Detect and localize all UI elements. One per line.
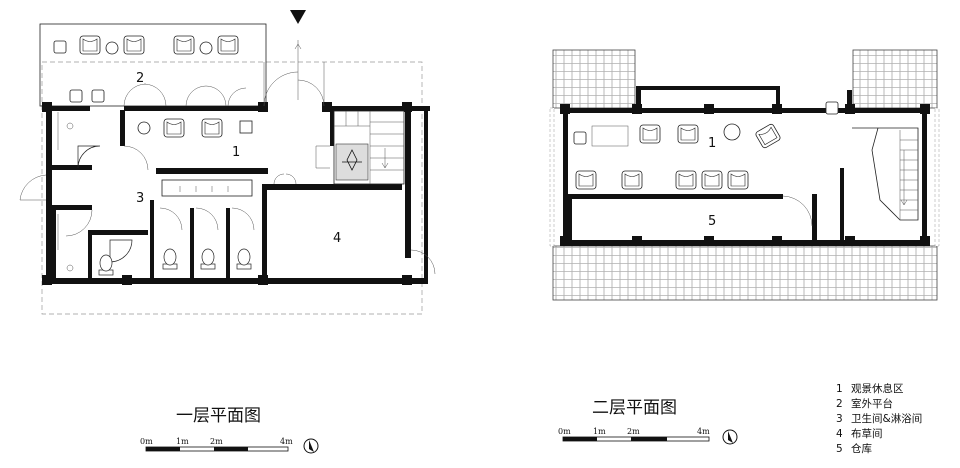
roof-tiles-top-left (552, 49, 636, 109)
north-arrow-icon (303, 438, 319, 454)
legend-number: 1 (836, 383, 843, 395)
floor2-storage-door (782, 195, 813, 227)
north-arrow-icon (722, 429, 738, 445)
legend-name: 仓库 (851, 442, 872, 455)
scale-tick-label: 4m (280, 437, 293, 446)
legend-number: 2 (836, 398, 843, 410)
floor1-room-number: 4 (333, 231, 341, 246)
scale-tick-label: 4m (697, 427, 710, 436)
legend-number: 3 (836, 413, 843, 425)
floor1-room-number: 2 (136, 71, 144, 86)
scale-tick-label: 2m (627, 427, 640, 436)
floor1-columns (42, 102, 412, 285)
floor2-room-number: 5 (708, 214, 716, 229)
roof-tiles-bottom (552, 245, 938, 301)
entry-direction-icon (294, 43, 302, 50)
room-legend: 1 观景休息区 2 室外平台 3 卫生间&淋浴间 4 布草间 5 仓库 (836, 382, 922, 455)
floor2-scale-bar: 0m 1m 2m 4m (558, 427, 738, 445)
scale-tick-label: 1m (593, 427, 606, 436)
floor1-stair (315, 110, 405, 185)
legend-name: 布草间 (851, 427, 883, 440)
floor1-furniture (53, 35, 253, 276)
entrance-arrow-icon (290, 10, 306, 24)
legend-name: 观景休息区 (851, 382, 904, 395)
legend-name: 室外平台 (851, 397, 893, 410)
legend-number: 5 (836, 443, 843, 455)
floor2-title: 二层平面图 (592, 398, 677, 418)
floor1-plan: 2 1 3 4 (19, 10, 436, 315)
scale-tick-label: 0m (140, 437, 153, 446)
floor1-room-number: 3 (136, 191, 144, 206)
floor1-scale-bar: 0m 1m 2m 4m (140, 437, 319, 454)
scale-tick-label: 0m (558, 427, 571, 436)
scale-tick-label: 1m (176, 437, 189, 446)
floor1-walls (46, 106, 430, 284)
floor2-stair (852, 127, 919, 221)
floor2-furniture (573, 101, 839, 190)
legend-number: 4 (836, 428, 843, 440)
roof-tiles-top-right (852, 49, 938, 109)
floor2-plan: 1 5 (549, 49, 940, 301)
floor1-eave-outline (41, 61, 423, 315)
legend-name: 卫生间&淋浴间 (851, 412, 922, 425)
floor1-room-number: 1 (232, 145, 240, 160)
floor2-room-number: 1 (708, 136, 716, 151)
scale-tick-label: 2m (210, 437, 223, 446)
floor1-doors (19, 71, 436, 275)
floor2-walls (563, 86, 927, 246)
floor1-title: 一层平面图 (176, 406, 261, 426)
floor2-columns (560, 104, 930, 246)
entrance-lines (263, 40, 325, 106)
